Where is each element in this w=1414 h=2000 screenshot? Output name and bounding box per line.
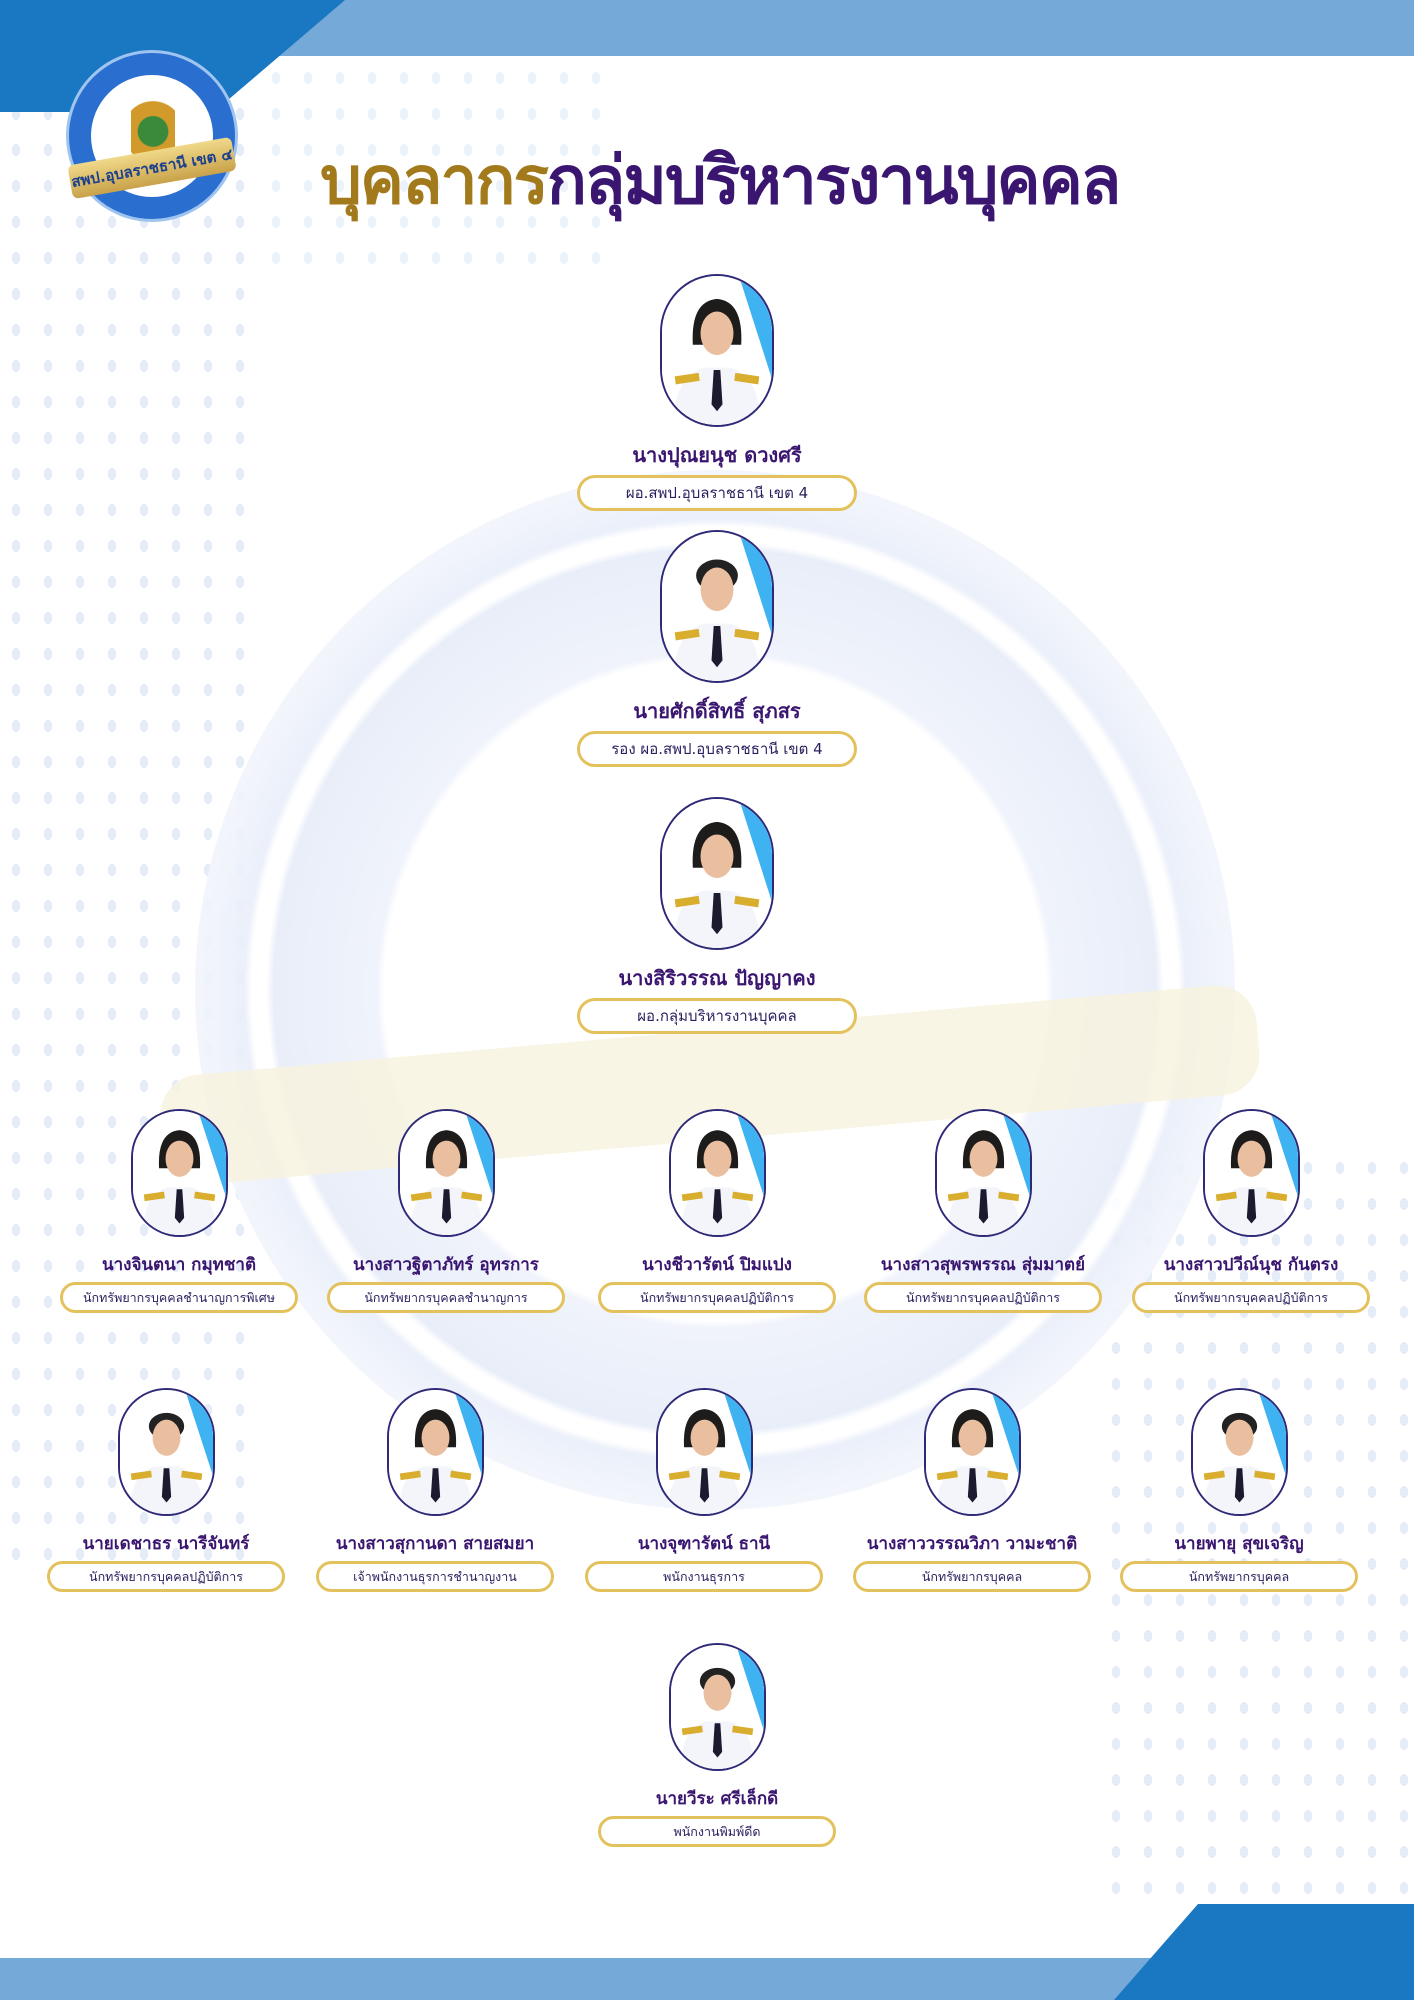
office-logo: สพป.อุบลราชธานี เขต ๔	[66, 50, 238, 222]
staff-card: นายศักดิ์สิทธิ์ สุภสร รอง ผอ.สพป.อุบลราช…	[577, 530, 857, 767]
title-part1: บุคลากร	[320, 142, 549, 219]
staff-position: นักทรัพยากรบุคคลปฏิบัติการ	[864, 1282, 1102, 1313]
staff-name: นางปุณยนุช ดวงศรี	[632, 443, 802, 467]
staff-card: นายเดชาธร นารีจันทร์ นักทรัพยากรบุคคลปฏิ…	[47, 1388, 285, 1592]
staff-position: นักทรัพยากรบุคคลปฏิบัติการ	[1132, 1282, 1370, 1313]
staff-photo	[660, 530, 774, 683]
staff-card: นางสิริวรรณ ปัญญาคง ผอ.กลุ่มบริหารงานบุค…	[577, 797, 857, 1034]
staff-position: นักทรัพยากรบุคคลปฏิบัติการ	[47, 1561, 285, 1592]
staff-name: นางสาวปวีณ์นุช กันตรง	[1163, 1255, 1339, 1275]
staff-card: นางสาวสุพรพรรณ สุ่มมาตย์ นักทรัพยากรบุคค…	[864, 1109, 1102, 1313]
staff-name: นางชีวารัตน์ ปิมแปง	[642, 1255, 792, 1275]
staff-photo	[668, 1109, 766, 1237]
bottom-banner-accent	[1114, 1904, 1414, 2000]
dot-pattern-top	[260, 60, 600, 280]
staff-position: ผอ.สพป.อุบลราชธานี เขต 4	[577, 475, 857, 511]
dot-pattern-right	[1100, 1150, 1414, 1900]
staff-position: นักทรัพยากรบุคคลชำนาญการ	[327, 1282, 565, 1313]
staff-name: นางสาววรรณวิภา วามะชาติ	[866, 1534, 1078, 1554]
staff-card: นางสาวฐิตาภัทร์ อุทรการ นักทรัพยากรบุคคล…	[327, 1109, 565, 1313]
staff-position: เจ้าพนักงานธุรการชำนาญงาน	[316, 1561, 554, 1592]
staff-card: นางจินตนา กมุทชาติ นักทรัพยากรบุคคลชำนาญ…	[60, 1109, 298, 1313]
staff-name: นางจินตนา กมุทชาติ	[101, 1255, 256, 1275]
staff-name: นายศักดิ์สิทธิ์ สุภสร	[633, 699, 801, 723]
staff-name: นางสาวสุกานดา สายสมยา	[335, 1534, 535, 1554]
staff-position: นักทรัพยากรบุคคลชำนาญการพิเศษ	[60, 1282, 298, 1313]
staff-name: นายพายุ สุขเจริญ	[1174, 1534, 1304, 1554]
dot-pattern-left	[0, 60, 260, 1560]
staff-card: นางปุณยนุช ดวงศรี ผอ.สพป.อุบลราชธานี เขต…	[577, 274, 857, 511]
staff-photo	[660, 274, 774, 427]
staff-position: ผอ.กลุ่มบริหารงานบุคคล	[577, 998, 857, 1034]
staff-photo	[130, 1109, 228, 1237]
staff-name: นางสิริวรรณ ปัญญาคง	[618, 966, 816, 990]
staff-name: นายวีระ ศรีเล็กดี	[655, 1789, 779, 1809]
staff-card: นางสาวปวีณ์นุช กันตรง นักทรัพยากรบุคคลปฏ…	[1132, 1109, 1370, 1313]
staff-photo	[117, 1388, 215, 1516]
staff-position: รอง ผอ.สพป.อุบลราชธานี เขต 4	[577, 731, 857, 767]
staff-photo	[397, 1109, 495, 1237]
staff-photo	[934, 1109, 1032, 1237]
staff-card: นายวีระ ศรีเล็กดี พนักงานพิมพ์ดีด	[598, 1643, 836, 1847]
staff-name: นางสาวสุพรพรรณ สุ่มมาตย์	[880, 1255, 1086, 1275]
staff-card: นางชีวารัตน์ ปิมแปง นักทรัพยากรบุคคลปฏิบ…	[598, 1109, 836, 1313]
staff-position: นักทรัพยากรบุคคลปฏิบัติการ	[598, 1282, 836, 1313]
title-part2: กลุ่มบริหารงานบุคคล	[546, 142, 1121, 219]
staff-card: นางจุฑารัตน์ ธานี พนักงานธุรการ	[585, 1388, 823, 1592]
staff-photo	[386, 1388, 484, 1516]
staff-photo	[660, 797, 774, 950]
staff-card: นายพายุ สุขเจริญ นักทรัพยากรบุคคล	[1120, 1388, 1358, 1592]
staff-name: นายเดชาธร นารีจันทร์	[82, 1534, 250, 1554]
staff-position: พนักงานพิมพ์ดีด	[598, 1816, 836, 1847]
staff-name: นางสาวฐิตาภัทร์ อุทรการ	[353, 1255, 539, 1275]
staff-photo	[1202, 1109, 1300, 1237]
staff-position: พนักงานธุรการ	[585, 1561, 823, 1592]
staff-name: นางจุฑารัตน์ ธานี	[637, 1534, 771, 1554]
staff-photo	[655, 1388, 753, 1516]
staff-card: นางสาวสุกานดา สายสมยา เจ้าพนักงานธุรการช…	[316, 1388, 554, 1592]
staff-photo	[923, 1388, 1021, 1516]
staff-position: นักทรัพยากรบุคคล	[1120, 1561, 1358, 1592]
page-title: บุคลากรกลุ่มบริหารงานบุคคล	[320, 128, 1121, 233]
staff-photo	[668, 1643, 766, 1771]
staff-position: นักทรัพยากรบุคคล	[853, 1561, 1091, 1592]
staff-photo	[1190, 1388, 1288, 1516]
staff-card: นางสาววรรณวิภา วามะชาติ นักทรัพยากรบุคคล	[853, 1388, 1091, 1592]
